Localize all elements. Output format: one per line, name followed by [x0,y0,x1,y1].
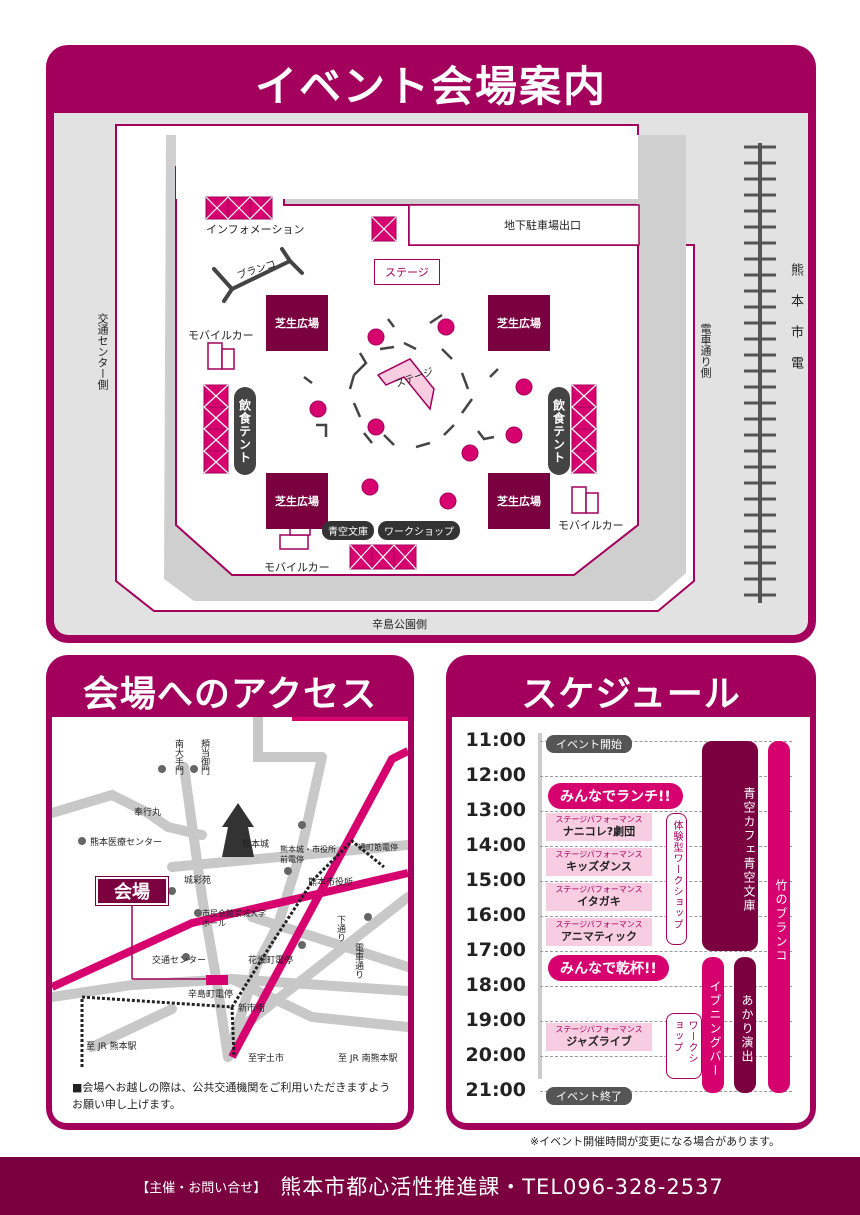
perf-4: ステージパフォーマンス アニマティック [546,918,652,946]
perf-3-name: イタガキ [577,895,621,908]
access-map: 南大手門 頬当御門 奉行丸 熊本医療センター 熊本城 城彩苑 熊本城・市役所前電… [52,717,408,1123]
takeno-swing-bar: 竹のブランコ [768,741,790,1093]
perf-2: ステージパフォーマンス キッズダンス [546,848,652,876]
medical-center-label: 熊本医療センター [90,838,163,848]
minami-otemon-label: 南大手門 [173,739,183,775]
perf-2-name: キッズダンス [566,860,632,873]
time-gridline [540,1091,792,1092]
information-label: インフォメーション [206,223,305,236]
city-hall-label: 熊本市役所 [308,878,354,888]
aozora-bunko-text: 青空文庫 [742,857,756,913]
time-label: 16:00 [465,904,526,926]
time-label: 20:00 [465,1044,526,1066]
joshoen-label: 城彩苑 [184,876,212,886]
time-label: 14:00 [465,834,526,856]
kaijo-marker: 会場 [95,876,169,906]
perf-5-name: ジャズライブ [566,1035,632,1048]
venue-panel: イベント会場案内 [46,45,816,643]
perf-4-name: アニマティック [560,930,638,943]
akari-bar: あかり演出 [734,957,756,1093]
food-tent-east: 飲食テント [548,387,570,475]
aozora-bar: 青空カフェ 青空文庫 [702,741,758,951]
venue-title: イベント会場案内 [254,62,607,111]
organizer-info: 熊本市都心活性推進課・TEL096-328-2537 [280,1175,724,1199]
perf-1-label: ステージパフォーマンス [555,815,643,824]
karashimacho-stop-label: 辛島町電停 [188,990,234,1000]
toast-badge: みんなで乾杯!! [548,955,669,981]
time-label: 11:00 [465,729,526,751]
aozora-cafe-text: 青空カフェ [742,787,756,857]
workshop-badge: ワークショップ [378,521,460,540]
time-label: 18:00 [465,974,526,996]
to-jr-minami-label: 至 JR 南熊本駅 [338,1054,398,1064]
workshop-tag: ワークショップ [666,1013,702,1079]
city-hall-stop-label: 熊本城・市役所前電停 [280,845,336,864]
time-label: 19:00 [465,1009,526,1031]
lawn-plaza-nw: 芝生広場 [266,295,328,351]
access-panel: 会場へのアクセス [46,655,414,1130]
perf-1: ステージパフォーマンス ナニコレ?劇団 [546,813,652,841]
schedule-body: 11:00 12:00 13:00 14:00 15:00 16:00 17:00 18:00… [452,717,810,1123]
lawn-plaza-se: 芝生広場 [488,473,550,529]
schedule-panel: スケジュール 11:00 12:00 13:00 14:00 15:00 16:00 17:… [446,655,816,1130]
lawn-plaza-ne: 芝生広場 [488,295,550,351]
access-map-svg [52,717,408,1067]
kamitori-label: 電車通り [353,943,363,979]
time-label: 12:00 [465,764,526,786]
evening-bar: イブニングバー [702,957,724,1093]
tobetsu-gomon-label: 頬当御門 [199,739,209,775]
lawn-plaza-sw: 芝生広場 [266,473,328,529]
underground-exit-label: 地下駐車場出口 [504,219,581,232]
perf-3-label: ステージパフォーマンス [555,885,643,894]
access-note: ■会場へお越しの際は、公共交通機関をご利用いただきますようお願い申し上げます。 [72,1081,391,1111]
lunch-badge: みんなでランチ!! [548,783,683,809]
time-gridline [540,986,792,987]
schedule-footnote: ※イベント開催時間が変更になる場合があります。 [529,1135,780,1148]
hanabatacho-stop-label: 花畑町電停 [248,956,294,966]
schedule-title: スケジュール [521,674,741,715]
castle-label: 熊本城 [242,840,270,850]
shimin-kaikan-label: 市民会館崇城大学ホール [202,909,266,928]
event-end-badge: イベント終了 [546,1087,632,1105]
time-label: 17:00 [465,939,526,961]
food-tent-west: 飲食テント [234,387,256,475]
right-side-label: 電車通り側 [699,323,712,378]
mobile-car-label-west: モバイルカー [188,329,254,342]
stage-top-label: ステージ [374,259,440,285]
shimotori-label: 下通り [335,915,345,942]
kotsu-center-label: 交通センター [152,956,207,966]
time-label: 15:00 [465,869,526,891]
time-gridline [540,741,792,742]
event-start-badge: イベント開始 [546,735,632,753]
to-uto-label: 至宇土市 [248,1054,285,1064]
to-jr-kumamoto-label: 至 JR 熊本駅 [86,1042,137,1052]
time-label: 13:00 [465,799,526,821]
workshop-experience-tag: 体験型ワークショップ [666,813,687,945]
time-gridline [540,951,792,952]
perf-5: ステージパフォーマンス ジャズライブ [546,1023,652,1051]
bugyomaru-label: 奉行丸 [134,808,162,818]
venue-map: 地下駐車場出口 インフォメーション ブランコ ステージ ステージ 芝生広場 芝生… [54,113,808,635]
perf-1-name: ナニコレ?劇団 [562,825,636,838]
time-gridline [540,811,792,812]
tram-label: 熊本市電 [788,263,803,387]
footer: 【主催・お問い合せ】 熊本市都心活性推進課・TEL096-328-2537 [0,1157,860,1215]
perf-5-label: ステージパフォーマンス [555,1025,643,1034]
perf-3: ステージパフォーマンス イタガキ [546,883,652,911]
organizer-label: 【主催・お問い合せ】 [136,1180,267,1196]
shinshigai-label: 新市街 [238,1004,266,1014]
mobile-car-label-south: モバイルカー [264,561,330,574]
mobile-car-label-east: モバイルカー [558,519,624,532]
left-side-label: 交通センター側 [96,313,109,390]
perf-2-label: ステージパフォーマンス [555,850,643,859]
access-title: 会場へのアクセス [82,674,378,715]
perf-4-label: ステージパフォーマンス [555,920,643,929]
time-gridline [540,776,792,777]
bottom-side-label: 辛島公園側 [372,618,427,631]
aozora-bunko-badge: 青空文庫 [322,521,374,540]
timeline-axis [538,733,542,1079]
time-label: 21:00 [465,1079,526,1101]
torichosuji-stop-label: 通町筋電停 [358,843,398,852]
